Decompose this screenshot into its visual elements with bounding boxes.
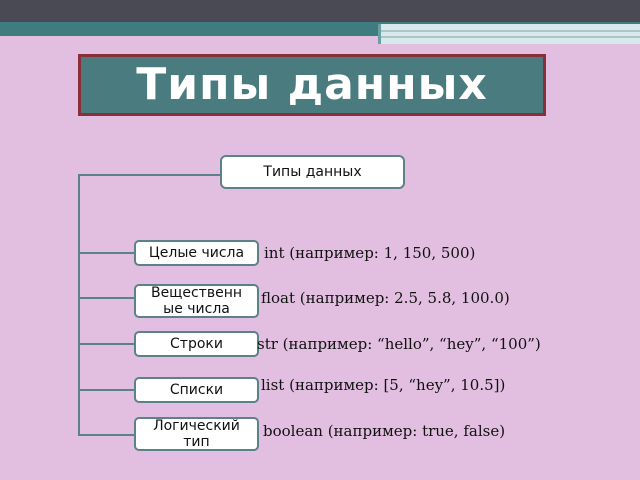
desc-str: str (например: “hello”, “hey”, “100”) bbox=[257, 335, 541, 353]
slide-title: Типы данных bbox=[78, 54, 546, 116]
connector-1 bbox=[78, 252, 134, 254]
node-bool: Логический тип bbox=[134, 417, 259, 451]
connector-2 bbox=[78, 297, 134, 299]
node-float-label: Вещественн ые числа bbox=[150, 285, 243, 317]
node-bool-label: Логический тип bbox=[153, 418, 240, 450]
node-list-label: Списки bbox=[169, 382, 224, 398]
node-str-label: Строки bbox=[170, 336, 223, 352]
node-int-label: Целые числа bbox=[148, 245, 245, 261]
tree-trunk-line bbox=[78, 174, 80, 436]
node-list: Списки bbox=[134, 377, 259, 403]
node-float: Вещественн ые числа bbox=[134, 284, 259, 318]
connector-5 bbox=[78, 434, 134, 436]
desc-list: list (например: [5, “hey”, 10.5]) bbox=[261, 376, 506, 394]
top-band-dark bbox=[0, 0, 640, 22]
root-node: Типы данных bbox=[220, 155, 405, 189]
root-connector bbox=[78, 174, 220, 176]
node-str: Строки bbox=[134, 331, 259, 357]
desc-int: int (например: 1, 150, 500) bbox=[264, 244, 476, 262]
desc-float: float (например: 2.5, 5.8, 100.0) bbox=[261, 289, 510, 307]
node-int: Целые числа bbox=[134, 240, 259, 266]
desc-bool: boolean (например: true, false) bbox=[263, 422, 506, 440]
connector-3 bbox=[78, 343, 134, 345]
connector-4 bbox=[78, 389, 134, 391]
top-band-light bbox=[378, 24, 640, 44]
